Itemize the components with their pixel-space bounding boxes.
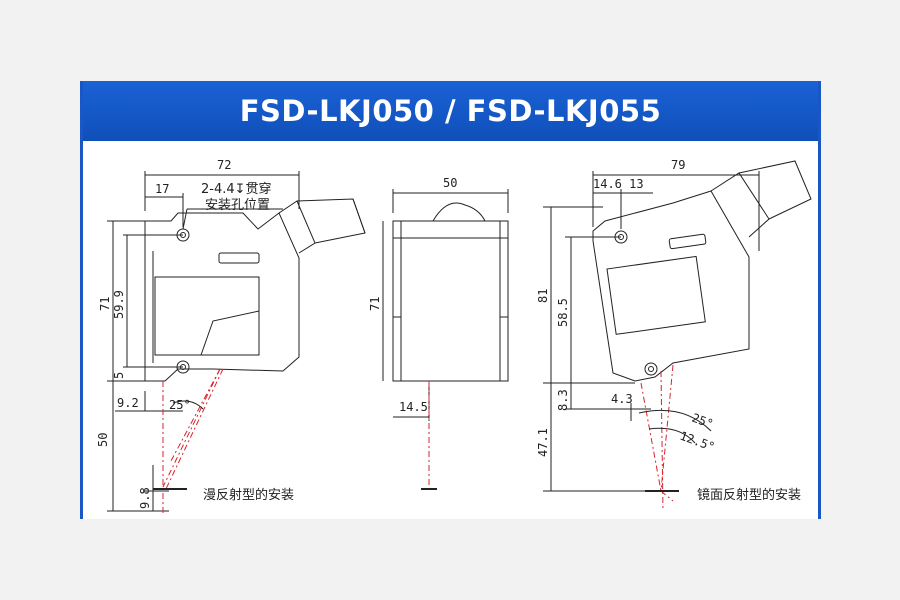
right-dimensions — [543, 171, 760, 492]
right-beams — [640, 364, 674, 512]
hole-note-1: 2-4.4↧贯穿 — [201, 181, 272, 197]
left-beams — [162, 368, 224, 513]
dim-left-beam: 9.2 — [117, 396, 139, 410]
dim-left-width: 72 — [217, 158, 231, 172]
dim-right-height: 81 — [536, 289, 550, 303]
right-angle-arc-2 — [648, 427, 696, 444]
dim-right-hole: 4.3 — [611, 392, 633, 406]
dim-left-offset: 17 — [155, 182, 169, 196]
left-sensor-outline — [144, 198, 366, 382]
right-angle-arc-1 — [638, 409, 712, 432]
caption-diffuse: 漫反射型的安装 — [203, 487, 294, 503]
left-dimensions — [107, 171, 300, 512]
dim-right-distance: 47.1 — [536, 428, 550, 457]
technical-drawing: 72 17 2-4.4↧贯穿 安装孔位置 71 59.9 5 9.2 25° 5… — [96, 158, 812, 513]
dim-left-distance: 50 — [96, 433, 110, 447]
dim-middle-height: 71 — [368, 297, 382, 311]
dim-right-width: 79 — [671, 158, 685, 172]
caption-mirror: 镜面反射型的安装 — [697, 487, 801, 503]
dim-left-height: 71 — [98, 297, 112, 311]
dim-middle-offset: 14.5 — [399, 400, 428, 414]
dim-left-bottom: 5 — [112, 372, 126, 379]
dim-right-angle-2: 12.5° — [678, 429, 717, 455]
left-angle-arc — [172, 400, 204, 410]
middle-sensor-outline — [392, 202, 509, 382]
dim-left-inner: 59.9 — [112, 290, 126, 319]
drawing-card: FSD-LKJ050 / FSD-LKJ055 — [80, 81, 821, 519]
hole-note-2: 安装孔位置 — [205, 198, 270, 213]
dim-right-bottom: 8.3 — [556, 389, 570, 411]
dim-middle-width: 50 — [443, 176, 457, 190]
page-title: FSD-LKJ050 / FSD-LKJ055 — [83, 81, 818, 141]
dim-right-top: 14.6 13 — [593, 177, 644, 191]
right-sensor-outline — [592, 160, 812, 382]
middle-dimensions — [382, 189, 509, 421]
dim-left-angle: 25° — [169, 398, 191, 412]
dim-left-gap: 9.8 — [138, 487, 152, 509]
dim-right-inner: 58.5 — [556, 298, 570, 327]
dim-right-angle-1: 25° — [690, 411, 715, 432]
